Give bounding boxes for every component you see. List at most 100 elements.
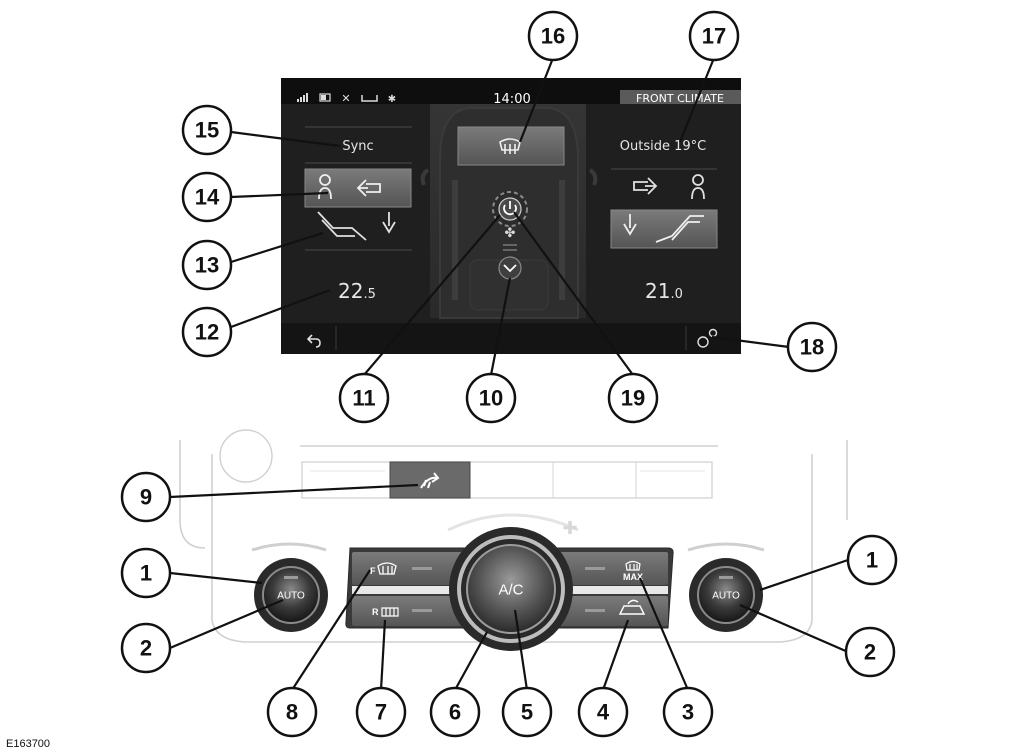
callout-9: 9 (120, 471, 172, 523)
rear-defrost-icon (381, 607, 399, 617)
left-knob-arc (251, 542, 327, 552)
callout-2-left: 2 (120, 622, 172, 674)
max-defrost-indicator (585, 567, 605, 570)
callout-15: 15 (181, 104, 233, 156)
right-footwell-icon (623, 214, 704, 243)
svg-text:2: 2 (864, 640, 876, 665)
seat-status-icon (361, 95, 378, 102)
callout-2-right: 2 (844, 626, 896, 678)
fan-icon: ✤ (505, 226, 516, 241)
screen-title: FRONT CLIMATE (636, 92, 724, 105)
front-defrost-button[interactable] (352, 552, 470, 585)
divider-bar-left (352, 586, 462, 594)
fan-status-icon: ✱ (388, 94, 396, 105)
callout-3: 3 (662, 686, 714, 738)
callout-13: 13 (181, 239, 233, 291)
callout-18: 18 (786, 321, 838, 373)
panel-outline-outer (179, 440, 848, 549)
back-icon[interactable] (306, 334, 321, 348)
rear-defrost-prefix: R (372, 607, 379, 617)
left-auto-label: AUTO (277, 591, 305, 602)
callout-12: 12 (181, 306, 233, 358)
callout-10: 10 (465, 372, 517, 424)
plus-detail-icon: ✚ (562, 518, 577, 539)
rear-defrost-button[interactable] (352, 596, 470, 626)
right-auto-button[interactable] (697, 566, 755, 624)
recirculation-auto-button[interactable] (554, 596, 668, 626)
callout-4: 4 (577, 686, 629, 738)
svg-text:1: 1 (140, 561, 152, 586)
callout-11: 11 (338, 372, 390, 424)
svg-text:8: 8 (286, 700, 298, 725)
ac-label: A/C (498, 582, 523, 599)
left-temperature-decimal: .5 (363, 287, 375, 302)
callout-6: 6 (429, 686, 481, 738)
right-auto-indicator (719, 576, 733, 579)
svg-text:16: 16 (541, 24, 565, 49)
svg-text:10: 10 (479, 386, 503, 411)
windscreen-defrost-button[interactable] (457, 126, 565, 166)
left-temperature[interactable]: 22.5 (338, 279, 376, 303)
windscreen-defrost-icon (499, 138, 521, 154)
fan-level-indicator (503, 244, 517, 251)
svg-text:7: 7 (375, 700, 387, 725)
recirculation-button[interactable] (389, 461, 471, 499)
sync-button[interactable]: Sync (342, 139, 373, 154)
signal-icon (297, 93, 308, 102)
title-tab (620, 90, 741, 104)
touchscreen: ✕ ✱ 14:00 FRONT CLIMATE Sync (281, 78, 741, 354)
callout-5: 5 (501, 686, 553, 738)
left-temperature-whole: 22 (338, 279, 363, 303)
svg-text:17: 17 (702, 24, 726, 49)
svg-text:19: 19 (621, 386, 645, 411)
svg-text:14: 14 (195, 185, 220, 210)
svg-text:15: 15 (195, 118, 219, 143)
max-label: MAX (623, 572, 643, 582)
recirculation-auto-indicator (585, 609, 605, 612)
callout-8: 8 (266, 686, 318, 738)
right-arrow-icon (633, 177, 658, 195)
outside-temperature: Outside 19°C (620, 139, 706, 154)
svg-text:4: 4 (597, 700, 610, 725)
leader-lines (169, 57, 849, 691)
right-knob-arc (687, 542, 765, 552)
callout-14: 14 (181, 171, 233, 223)
left-auto-button[interactable] (262, 566, 320, 624)
ac-ring-highlight (457, 535, 565, 643)
right-occupant-face-icon (691, 174, 705, 200)
panel-round-detail (219, 429, 273, 483)
callout-1-left: 1 (120, 547, 172, 599)
car-recirculation-icon (618, 599, 646, 615)
callout-19: 19 (607, 372, 659, 424)
rear-defrost-indicator (412, 609, 432, 612)
control-panel: ✚ F R MAX A/C AUTO (179, 429, 848, 651)
max-defrost-button[interactable] (554, 552, 668, 585)
left-auto-indicator (284, 576, 298, 579)
status-time: 14:00 (493, 92, 530, 107)
divider-bar-right (562, 586, 668, 594)
power-icon (503, 201, 517, 216)
svg-text:5: 5 (521, 700, 533, 725)
callout-16: 16 (527, 10, 579, 62)
ac-button[interactable] (466, 544, 556, 634)
svg-text:6: 6 (449, 700, 461, 725)
svg-text:9: 9 (140, 485, 152, 510)
svg-text:18: 18 (800, 335, 824, 360)
recirculation-icon (420, 472, 440, 489)
right-temperature[interactable]: 21.0 (645, 279, 683, 303)
front-defrost-icon (377, 562, 397, 575)
chevron-down-icon (503, 264, 517, 273)
reference-code: E163700 (6, 738, 51, 750)
svg-text:11: 11 (352, 386, 375, 411)
callout-7: 7 (355, 686, 407, 738)
mute-icon: ✕ (341, 92, 350, 105)
front-defrost-indicator (412, 567, 432, 570)
battery-icon (319, 93, 331, 102)
vent-strip (301, 461, 713, 499)
svg-text:13: 13 (195, 253, 219, 278)
svg-text:3: 3 (682, 700, 694, 725)
right-temperature-decimal: .0 (670, 287, 682, 302)
left-footwell-icon (317, 211, 396, 241)
expand-chevron-button[interactable] (498, 256, 522, 280)
